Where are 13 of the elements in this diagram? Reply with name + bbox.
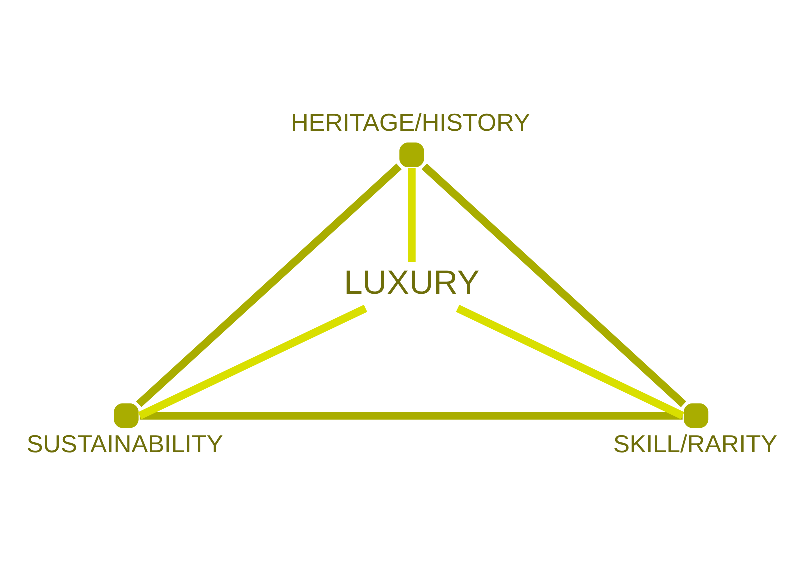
connector [138, 305, 368, 420]
node-label: HERITAGE/HISTORY [291, 110, 530, 138]
connector [456, 305, 685, 420]
node-text: LUXURY [344, 264, 480, 302]
connector [140, 412, 683, 420]
connector [136, 164, 402, 408]
connector [422, 164, 686, 408]
node-label: SKILL/RARITY [613, 431, 778, 458]
node-circle [114, 404, 139, 428]
node-circle [400, 142, 424, 168]
node-label: SUSTAINABILITY [26, 431, 224, 458]
node-circle [684, 404, 709, 428]
connector [408, 168, 416, 262]
